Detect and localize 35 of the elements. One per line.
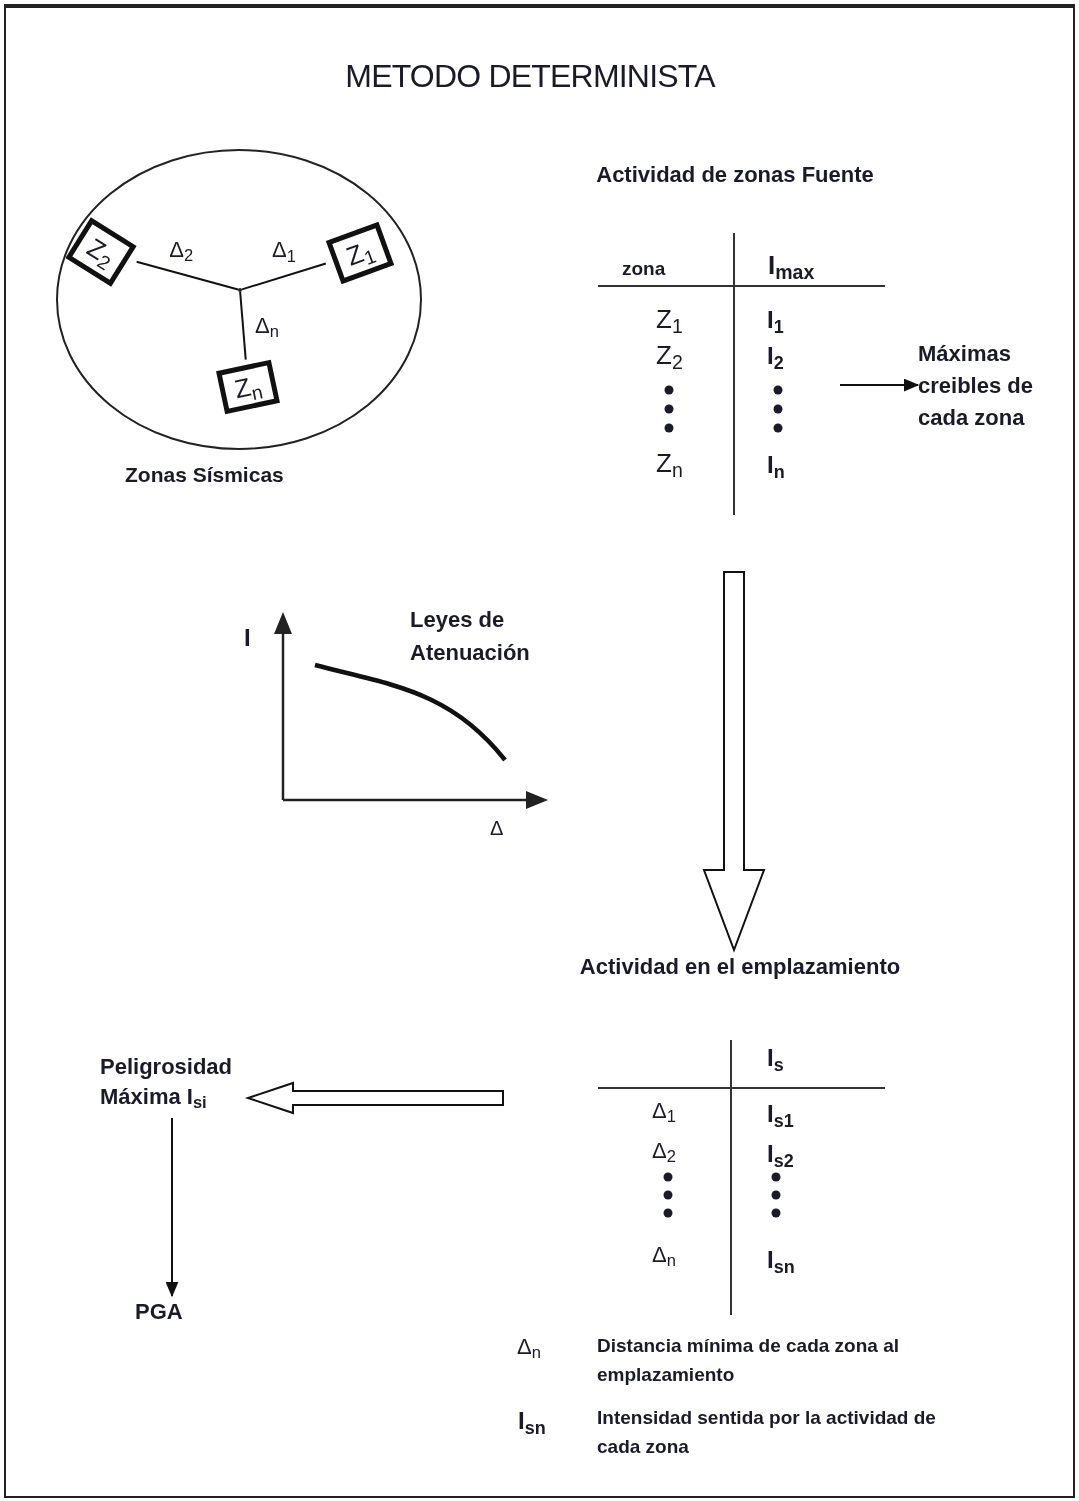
node-label: Zonas Sísmicas [125,462,284,488]
table-entry: Z$_{2}$ [656,339,683,375]
table-entry: I$_{2}$ [767,341,784,374]
junction-point [238,288,242,292]
annotation-text: Peligrosidad Máxima I$_{si}$ [100,1053,234,1112]
table-entry: Z$_{n}$ [656,447,683,483]
table-entry: Δ$_{n}$ [652,1241,676,1271]
annotation-text: Máximas creibles de cada zona [918,340,1034,432]
hollow-arrow [244,1081,504,1115]
axis-label: I [244,623,251,653]
table-entry: I$_{sn}$ [767,1245,795,1278]
table-entry: Δ$_{1}$ [652,1097,676,1127]
table-entry: I$_{s1}$ [767,1099,794,1132]
axis-label: Δ [490,816,504,841]
diagram-title: METODO DETERMINISTA [344,57,717,96]
arrow [165,1117,179,1298]
key-symbol: I$_{sn}$ [518,1406,546,1439]
column-header: I$_{max}$ [768,249,815,285]
key-description: Distancia mínima de cada zona al emplazamiento [597,1334,900,1387]
annotation-text: Actividad en el emplazamiento [578,953,902,981]
table-entry: I$_{1}$ [767,305,784,338]
table-entry: Z$_{1}$ [656,303,683,339]
section-heading: Actividad de zonas Fuente [595,161,875,189]
annotation-text: PGA [135,1298,184,1326]
hollow-arrow [702,571,766,953]
key-description: Intensidad sentida por la actividad de cada zona [597,1406,937,1459]
arrow [839,378,920,392]
column-header: zona [622,257,666,281]
chart-title: Leyes de Atenuación [410,606,531,667]
edge-label: Δ$_{1}$ [269,239,298,262]
key-symbol: Δ$_{n}$ [517,1333,541,1363]
table-entry: I$_{n}$ [767,450,785,483]
column-header: I$_{s}$ [767,1043,784,1076]
table-entry: I$_{s2}$ [767,1139,794,1172]
table-entry: Δ$_{2}$ [652,1137,676,1167]
